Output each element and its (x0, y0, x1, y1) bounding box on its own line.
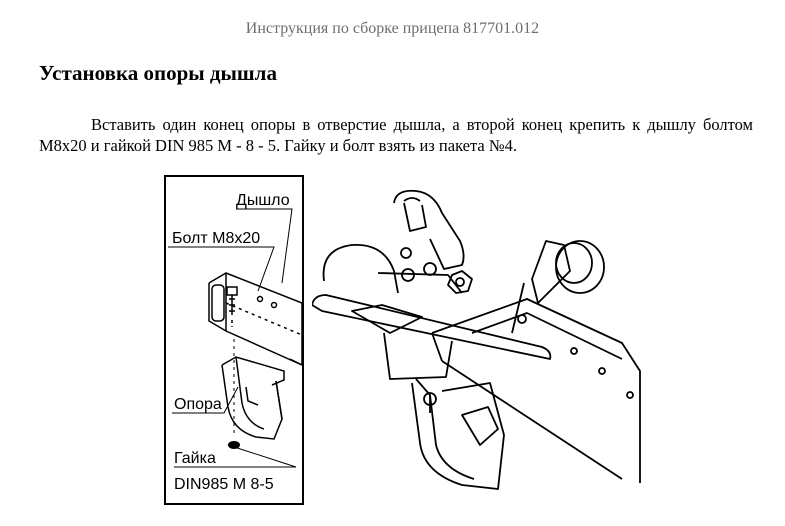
bolt-label: Болт М8х20 (172, 230, 260, 247)
support-bracket (383, 332, 505, 490)
support-label: Опора (174, 396, 222, 413)
drawbar-label: Дышло (236, 192, 290, 209)
nut-spec-label: DIN985 M 8-5 (174, 476, 274, 493)
assembly-drawing (312, 189, 641, 490)
section-title: Установка опоры дышла (39, 61, 277, 85)
drawbar-part (208, 272, 303, 367)
support-part (221, 356, 285, 440)
instruction-paragraph: Вставить один конец опоры в отверстие ды… (39, 115, 753, 155)
detail-inset-drawing: Дышло Болт М8х20 Опора Гайка DIN985 M 8-… (164, 175, 304, 505)
document-header: Инструкция по сборке прицепа 817701.012 (245, 20, 540, 37)
nut-label: Гайка (174, 450, 216, 467)
coupling-head (322, 189, 473, 294)
bolt-part (226, 286, 238, 327)
drawbar-beam (431, 298, 641, 483)
flange-plate (312, 294, 552, 360)
nut-part (228, 339, 240, 449)
wheel-mount (511, 240, 605, 334)
